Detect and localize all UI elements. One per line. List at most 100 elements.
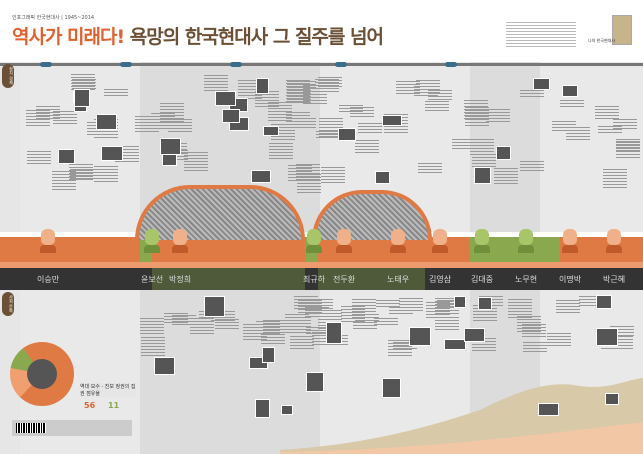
event-text	[603, 169, 628, 190]
event-text	[428, 89, 453, 101]
president-name: 이승만	[37, 275, 60, 284]
event-photo	[532, 77, 550, 91]
event-text	[465, 107, 490, 129]
portrait-head	[173, 229, 187, 245]
event-photo	[381, 114, 402, 126]
culture-photo	[281, 404, 294, 416]
portrait-shoulders	[306, 245, 322, 253]
page-title: 역사가 미래다! 욕망의 한국현대사 그 질주를 넘어	[12, 22, 384, 49]
president-name-cell	[152, 268, 305, 290]
culture-photo	[204, 296, 226, 317]
culture-photo	[261, 347, 275, 364]
portrait-head	[475, 229, 489, 245]
portrait-head	[337, 229, 351, 245]
year-marker	[445, 62, 457, 67]
event-text	[616, 141, 641, 152]
culture-text	[555, 300, 580, 315]
culture-photo	[595, 295, 612, 309]
president-name: 노무현	[515, 275, 538, 284]
culture-text	[507, 299, 532, 319]
event-text	[184, 152, 209, 173]
timeline-years	[0, 262, 643, 268]
culture-photo	[444, 338, 467, 350]
culture-text	[215, 319, 240, 331]
growth-mountain-graphic	[280, 378, 643, 454]
portrait-head	[41, 229, 55, 245]
portrait-shoulders	[562, 245, 578, 253]
header: 인포그래픽 한국현대사 | 1945~2014 역사가 미래다! 욕망의 한국현…	[0, 0, 643, 62]
year-marker	[40, 62, 52, 67]
president-name-cell	[0, 268, 140, 290]
event-text	[255, 91, 280, 109]
event-photo	[562, 85, 579, 98]
event-text	[396, 81, 421, 95]
culture-text	[523, 341, 548, 353]
portrait-shoulders	[172, 245, 188, 253]
event-photo	[474, 167, 491, 185]
culture-text	[354, 314, 379, 324]
event-photo	[101, 145, 123, 161]
president-portrait	[562, 229, 578, 253]
culture-text	[578, 295, 603, 308]
event-text	[26, 109, 51, 126]
event-text	[358, 123, 383, 134]
culture-photo	[537, 403, 559, 416]
president-name: 이명박	[559, 275, 582, 284]
event-text	[613, 118, 638, 131]
section-label-top: 정치 경제	[2, 64, 14, 88]
portrait-shoulders	[336, 245, 352, 253]
president-portrait	[518, 229, 534, 253]
title-accent: 역사가 미래다!	[12, 26, 125, 48]
culture-photo	[463, 327, 486, 342]
event-text	[494, 168, 519, 184]
event-text	[452, 139, 477, 151]
president-name-cell	[380, 268, 425, 290]
portrait-shoulders	[474, 245, 490, 253]
portrait-head	[145, 229, 159, 245]
event-text	[470, 139, 495, 155]
president-name: 김대중	[471, 275, 494, 284]
subtitle: 인포그래픽 한국현대사 | 1945~2014	[12, 15, 95, 21]
event-text	[285, 111, 310, 128]
event-photo	[96, 114, 117, 130]
year-marker	[335, 62, 347, 67]
photo-dome-1	[135, 185, 305, 240]
culture-photo	[305, 372, 325, 393]
event-text	[413, 86, 438, 98]
portrait-head	[433, 229, 447, 245]
event-text	[204, 75, 229, 92]
event-text	[71, 79, 96, 90]
culture-text	[140, 317, 164, 335]
president-name-cell	[600, 268, 643, 290]
culture-photo	[326, 322, 343, 344]
president-portrait	[474, 229, 490, 253]
culture-text	[435, 316, 460, 331]
president-portrait	[606, 229, 622, 253]
culture-text	[352, 322, 377, 331]
stats-title: 역대 보수 · 진보 정권의 집권 점유율	[80, 383, 136, 397]
culture-photo	[255, 399, 271, 418]
section-label-bottom: 사회 문화	[2, 292, 14, 316]
president-name-cell	[470, 268, 515, 290]
portrait-shoulders	[518, 245, 534, 253]
event-photo	[496, 145, 511, 161]
event-photo	[263, 125, 279, 137]
title-main: 욕망의 한국현대사 그 질주를 넘어	[124, 26, 384, 48]
president-portrait	[432, 229, 448, 253]
culture-text	[305, 326, 330, 336]
event-photo	[58, 149, 75, 164]
event-text	[354, 140, 379, 154]
culture-text	[284, 314, 309, 334]
event-text	[321, 167, 346, 185]
culture-photo	[409, 327, 432, 347]
president-name-cell	[305, 268, 318, 290]
culture-text	[547, 332, 572, 348]
event-text	[418, 163, 443, 175]
event-text	[425, 101, 450, 112]
president-name: 김영삼	[429, 275, 452, 284]
event-text	[595, 106, 620, 121]
president-name: 박근혜	[603, 275, 626, 284]
culture-text	[609, 326, 634, 338]
event-text	[27, 151, 52, 166]
event-text	[597, 126, 622, 135]
